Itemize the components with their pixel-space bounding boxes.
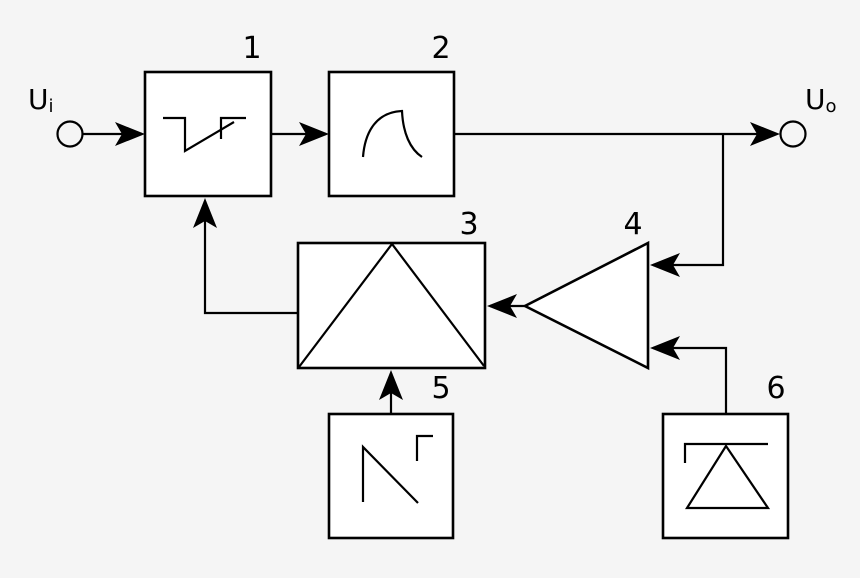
input-terminal [56,120,84,148]
block-4-label: 4 [623,207,643,242]
wire-output-branch-to-amp [653,134,725,267]
arrowhead-block2-in [299,122,329,146]
block-1-label: 1 [242,31,262,66]
output-label-subscript: o [825,96,837,117]
block-5-label: 5 [431,371,451,406]
output-terminal-label: Uo [805,86,837,116]
block-6-box [661,412,790,540]
wire-block6-to-amp [653,346,728,414]
arrowhead-amp-lower-in [650,336,680,360]
input-terminal-label: Ui [28,86,54,116]
output-terminal [779,120,807,148]
arrowhead-block1-bottom-in [193,198,217,228]
filter-response-curve-icon [361,109,423,158]
sawtooth-generator-icon [361,434,433,504]
block-2-box [327,70,456,198]
block-1-box [143,70,273,198]
input-label-subscript: i [48,96,54,117]
block-3-box [296,241,487,370]
comparator-triangle-icon [298,242,485,368]
block-2-label: 2 [431,31,451,66]
pwm-modulator-waveform-icon [163,116,246,153]
wire-block3-to-block1 [203,201,298,315]
input-label-base: U [28,83,49,116]
block-4-amplifier-triangle [522,240,650,371]
arrowhead-output [750,122,780,146]
arrowhead-block3-in [487,294,517,318]
reference-voltage-source-icon [683,442,771,510]
block-6-label: 6 [766,371,786,406]
arrowhead-amp-upper-in [650,253,680,277]
arrowhead-input [115,122,145,146]
output-label-base: U [805,83,826,116]
arrowhead-block3-bottom-in [379,370,403,400]
block-3-label: 3 [459,207,479,242]
